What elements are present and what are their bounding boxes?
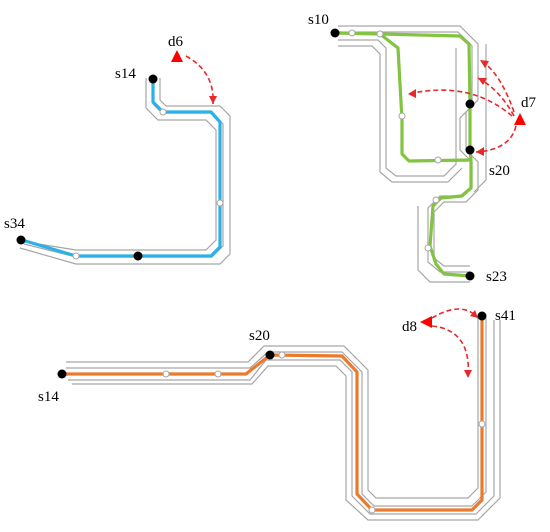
route-green-branch [378,32,472,163]
corridor-inner [338,39,457,177]
corridor-outer [66,318,479,499]
node-s23 [465,271,475,281]
diagram-blue: s14 s34 d6 [4,34,231,265]
arrowhead-icon [209,96,217,104]
depot-arc [475,125,517,153]
node-label-s10: s10 [308,12,329,28]
stop [368,506,376,514]
node-s41 [477,311,487,321]
stop [348,29,356,37]
stop [159,108,167,116]
stop [434,156,442,164]
diagram-orange: s20 s14 s41 d8 [38,308,516,521]
depot-arc [407,89,513,117]
node-s20 [265,350,275,360]
corridor-outer [25,78,217,251]
stop [72,252,80,260]
node-s34 [16,235,26,245]
depot-triangle-icon [514,113,526,125]
stop [162,370,170,378]
corridor-outer-2 [417,206,470,283]
depot-label-d6: d6 [168,34,184,50]
corridor-mid [66,318,487,507]
arrowhead-icon [470,310,478,318]
depot-arc [431,325,470,379]
node-s14 [148,74,158,84]
node-label-s23: s23 [486,269,507,285]
corridor-mid [338,31,473,273]
node-label-s41: s41 [495,308,516,324]
node-label-s34: s34 [4,216,25,232]
depot-triangle-icon [171,50,183,62]
node-label-s14: s14 [115,66,136,82]
stop [214,370,222,378]
corridor-inner-2 [338,45,463,183]
node-label-s14: s14 [38,389,59,405]
corridor-inner-2 [68,320,495,515]
node [133,251,143,261]
depot-arc [185,55,214,105]
route-blue [20,77,222,258]
stop [398,112,406,120]
node-s10 [330,28,340,38]
arrowhead-icon [476,147,484,156]
depot-triangle-icon [420,316,432,328]
stop [478,420,486,428]
node-s20 [465,145,475,155]
stop [376,30,384,38]
node-s14 [57,369,67,379]
stop [216,199,224,207]
route-orange [60,314,484,512]
arrowhead-icon [408,89,416,98]
arrowhead-icon [480,60,489,68]
depot-label-d7: d7 [521,95,537,111]
corridor-inner [72,320,501,521]
arrowhead-icon [478,78,487,85]
corridor-outer [338,25,479,267]
node-label-s20: s20 [249,328,270,344]
depot-label-d8: d8 [402,319,417,335]
stop [424,244,432,252]
depot-arc [431,308,479,319]
stop [432,196,440,204]
corridor-inner [19,78,231,265]
corridor-outer-3 [473,44,487,193]
node [465,99,475,109]
corridor-mid [23,84,224,258]
diagram-green: s10 s20 s23 d7 [308,12,537,285]
arrowhead-icon [464,370,472,378]
node-label-s20: s20 [489,163,510,179]
route-green [334,31,473,278]
stop [278,351,286,359]
